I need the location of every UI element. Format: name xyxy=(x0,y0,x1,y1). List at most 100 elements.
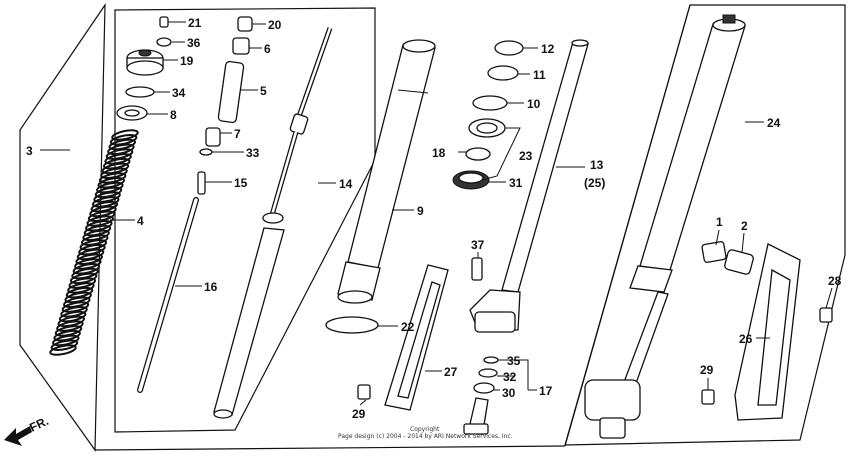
label-21: 21 xyxy=(188,16,202,30)
spring-coil xyxy=(60,306,88,318)
spring-coil xyxy=(87,210,116,222)
bolt-21 xyxy=(159,16,169,28)
spring-coil xyxy=(72,263,101,275)
spring-coil xyxy=(65,286,94,299)
left-panel-frame xyxy=(19,2,106,452)
right-parts xyxy=(584,14,833,439)
spring-coil xyxy=(111,129,139,141)
bolt-37 xyxy=(471,257,483,281)
spring-coil xyxy=(69,272,98,285)
label-36: 36 xyxy=(187,36,201,50)
label-7: 7 xyxy=(234,127,241,141)
clamp-2 xyxy=(724,249,754,275)
spring-coil xyxy=(83,224,112,237)
left-parts xyxy=(49,16,172,356)
copyright-line1: Copyright xyxy=(410,426,440,433)
spring-coil xyxy=(101,162,130,175)
bolt-17 xyxy=(463,397,489,435)
label-1: 1 xyxy=(716,215,723,229)
oring-34 xyxy=(125,86,155,98)
guard-27 xyxy=(384,264,449,411)
spring-coil xyxy=(89,205,117,218)
copyright-line2: Page design (c) 2004 - 2014 by ARI Netwo… xyxy=(338,433,513,440)
label-37: 37 xyxy=(471,238,485,252)
adjuster-15 xyxy=(197,171,206,195)
center-parts xyxy=(325,39,483,411)
leader-lines xyxy=(40,21,833,406)
washer-10 xyxy=(472,95,508,111)
spring-coil xyxy=(67,282,95,294)
washer-35 xyxy=(483,356,499,364)
spring-coil xyxy=(86,215,114,227)
front-label: FR. xyxy=(27,414,50,435)
spring-coil xyxy=(58,310,87,323)
label-28: 28 xyxy=(828,274,842,288)
spring-coil xyxy=(57,315,86,328)
spring-coil xyxy=(94,186,123,199)
clip-12 xyxy=(494,40,524,56)
rod-parts xyxy=(137,16,333,419)
label-33: 33 xyxy=(246,146,260,160)
copyright-block: Copyright Page design (c) 2004 - 2014 by… xyxy=(338,426,513,440)
spring-coil xyxy=(71,267,99,280)
spring-4 xyxy=(49,129,139,356)
front-direction-indicator: FR. xyxy=(4,414,51,446)
label-13: 13 xyxy=(590,158,604,172)
label-9: 9 xyxy=(417,204,424,218)
label-19: 19 xyxy=(180,54,194,68)
spring-coil xyxy=(105,148,134,160)
label-17: 17 xyxy=(539,384,553,398)
label-14: 14 xyxy=(339,177,353,191)
collar-6 xyxy=(232,37,250,55)
spring-coil xyxy=(50,339,79,351)
spacer-5 xyxy=(217,60,245,124)
spring-coil xyxy=(54,325,83,337)
label-22: 22 xyxy=(401,320,415,334)
label-18: 18 xyxy=(432,146,446,160)
label-5: 5 xyxy=(260,84,267,98)
bolt-28 xyxy=(819,307,833,323)
spring-coil xyxy=(90,200,119,213)
label-32: 32 xyxy=(503,370,517,384)
spring-coil xyxy=(49,344,77,356)
piece-7 xyxy=(205,127,221,147)
seal-parts xyxy=(452,39,589,435)
label-2: 2 xyxy=(741,219,748,233)
label-8: 8 xyxy=(170,108,177,122)
fork-assembly-24 xyxy=(584,14,746,439)
spring-coil xyxy=(104,153,132,165)
spring-coil xyxy=(98,172,127,184)
label-26: 26 xyxy=(739,332,753,346)
slider-13 xyxy=(469,39,589,333)
label-23: 23 xyxy=(519,149,533,163)
spring-coil xyxy=(102,157,131,170)
clip-18 xyxy=(465,147,491,161)
label-20: 20 xyxy=(268,18,282,32)
label-29-right: 29 xyxy=(700,363,714,377)
label-6: 6 xyxy=(264,42,271,56)
inner-rod-panel-frame xyxy=(114,7,376,433)
label-13-alt: (25) xyxy=(584,176,605,190)
spring-coil xyxy=(96,181,124,194)
spring-coil xyxy=(74,258,102,270)
spring-coil xyxy=(91,196,120,208)
label-11: 11 xyxy=(533,68,546,82)
spring-coil xyxy=(108,138,136,151)
label-35: 35 xyxy=(507,354,521,368)
label-12: 12 xyxy=(541,42,555,56)
label-3: 3 xyxy=(26,144,33,158)
spring-coil xyxy=(107,143,135,156)
spring-coil xyxy=(93,191,121,203)
spring-coil xyxy=(68,277,97,289)
label-27: 27 xyxy=(444,365,458,379)
spring-coil xyxy=(63,296,91,308)
clamp-1 xyxy=(701,241,727,263)
label-29-center: 29 xyxy=(352,407,366,421)
bushing-11 xyxy=(487,65,519,81)
spring-coil xyxy=(100,167,128,179)
spring-coil xyxy=(80,234,109,246)
spring-coil xyxy=(52,334,80,347)
part-labels: 21 36 19 34 8 3 4 20 6 5 7 33 15 16 14 9… xyxy=(26,16,842,421)
label-24: 24 xyxy=(767,116,781,130)
label-15: 15 xyxy=(234,176,248,190)
